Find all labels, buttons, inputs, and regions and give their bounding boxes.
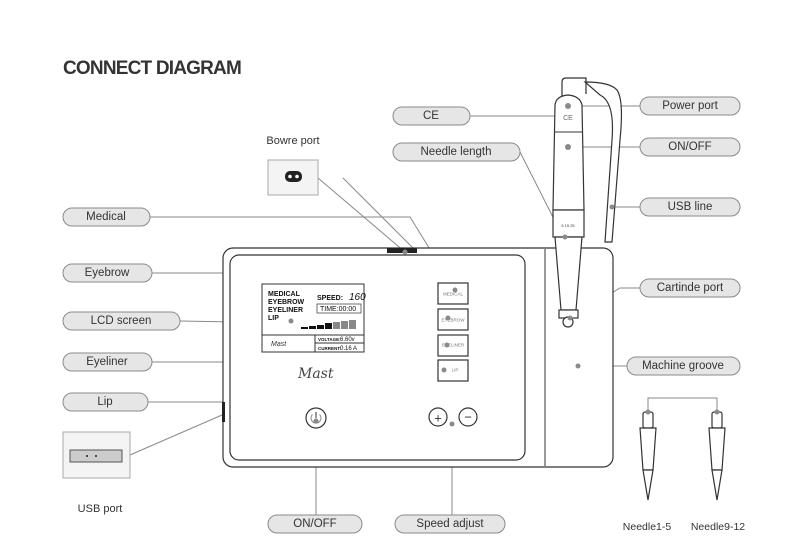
usb-port-icon — [62, 431, 131, 479]
svg-text:6.60v: 6.60v — [340, 337, 355, 343]
usb-port-label: USB port — [78, 503, 123, 515]
tattoo-pen: CE 5 15 25 — [552, 77, 623, 369]
svg-text:Medical: Medical — [86, 211, 126, 223]
needle-9-12-label: Needle9-12 — [691, 521, 745, 533]
bowre-port-slot — [387, 248, 417, 253]
needle-1-5 — [639, 411, 657, 501]
svg-text:Cartinde port: Cartinde port — [657, 282, 724, 294]
svg-text:MEDICAL: MEDICAL — [443, 292, 464, 297]
label-eyebrow: Eyebrow — [62, 263, 153, 283]
label-lip: Lip — [62, 392, 149, 412]
power-button[interactable] — [305, 407, 327, 429]
svg-text:5 15 25: 5 15 25 — [561, 223, 575, 228]
svg-text:−: − — [464, 410, 472, 425]
svg-text:EYEBROW: EYEBROW — [268, 299, 305, 306]
label-medical: Medical — [62, 207, 151, 227]
speed-plus-button[interactable]: + — [428, 407, 448, 427]
svg-text:CURRENT:: CURRENT: — [318, 346, 342, 351]
usb-port-slot — [222, 402, 225, 422]
needle-9-12 — [708, 411, 726, 501]
label-lcd-screen: LCD screen — [62, 311, 181, 331]
svg-text:Eyebrow: Eyebrow — [85, 267, 130, 279]
label-cartinde-port: Cartinde port — [639, 278, 741, 298]
needle-1-5-label: Needle1-5 — [623, 521, 672, 533]
svg-text:EYELINER: EYELINER — [268, 307, 303, 314]
svg-text:LCD screen: LCD screen — [91, 315, 152, 327]
svg-text:0.16 A: 0.16 A — [340, 346, 357, 352]
needle-cartridges — [639, 409, 726, 501]
svg-text:160: 160 — [349, 292, 366, 303]
svg-text:Speed adjust: Speed adjust — [416, 518, 484, 530]
label-needle-length: Needle length — [392, 142, 521, 162]
mode-button-eyebrow[interactable]: EYEBROW — [437, 308, 469, 331]
svg-text:EYEBROW: EYEBROW — [441, 318, 465, 323]
svg-text:CE: CE — [563, 115, 573, 122]
label-on-off-box: ON/OFF — [267, 514, 363, 534]
svg-text:TIME:00:00: TIME:00:00 — [320, 306, 356, 313]
label-machine-groove: Machine groove — [626, 356, 741, 376]
svg-text:Needle length: Needle length — [421, 146, 492, 158]
label-ce: CE — [392, 106, 471, 126]
svg-text:Mast: Mast — [271, 341, 287, 348]
page-title: CONNECT DIAGRAM — [63, 58, 241, 79]
bowre-port-icon — [267, 159, 319, 196]
label-on-off-pen: ON/OFF — [639, 137, 741, 157]
control-box: MEDICAL EYEBROW EYELINER LIP SPEED: 160 … — [222, 247, 614, 468]
speed-minus-button[interactable]: − — [458, 407, 478, 427]
svg-text:LIP: LIP — [452, 368, 459, 373]
mode-button-eyeliner[interactable]: EYELINER — [437, 334, 469, 357]
svg-text:CE: CE — [423, 110, 439, 122]
svg-text:Machine groove: Machine groove — [642, 360, 724, 372]
mode-button-medical[interactable]: MEDICAL — [437, 282, 469, 305]
mode-button-lip[interactable]: LIP — [437, 359, 469, 382]
lcd-screen: MEDICAL EYEBROW EYELINER LIP SPEED: 160 … — [261, 283, 366, 353]
svg-text:Eyeliner: Eyeliner — [86, 356, 128, 368]
svg-text:MEDICAL: MEDICAL — [268, 291, 301, 298]
svg-text:USB line: USB line — [668, 201, 713, 213]
label-usb-line: USB line — [639, 197, 741, 217]
bowre-port-label: Bowre port — [266, 135, 319, 147]
label-eyeliner: Eyeliner — [62, 352, 153, 372]
label-speed-adjust: Speed adjust — [394, 514, 506, 534]
svg-text:+: + — [434, 411, 442, 426]
svg-text:EYELINER: EYELINER — [442, 343, 465, 348]
svg-text:ON/OFF: ON/OFF — [293, 518, 336, 530]
svg-text:Lip: Lip — [97, 396, 112, 408]
svg-text:SPEED:: SPEED: — [317, 295, 343, 302]
svg-text:VOLTAGE:: VOLTAGE: — [318, 337, 341, 342]
svg-text:Power port: Power port — [662, 100, 718, 112]
svg-text:LIP: LIP — [268, 315, 279, 322]
label-power-port: Power port — [639, 96, 741, 116]
brand-logo: Mast — [297, 366, 334, 382]
svg-text:ON/OFF: ON/OFF — [668, 141, 711, 153]
